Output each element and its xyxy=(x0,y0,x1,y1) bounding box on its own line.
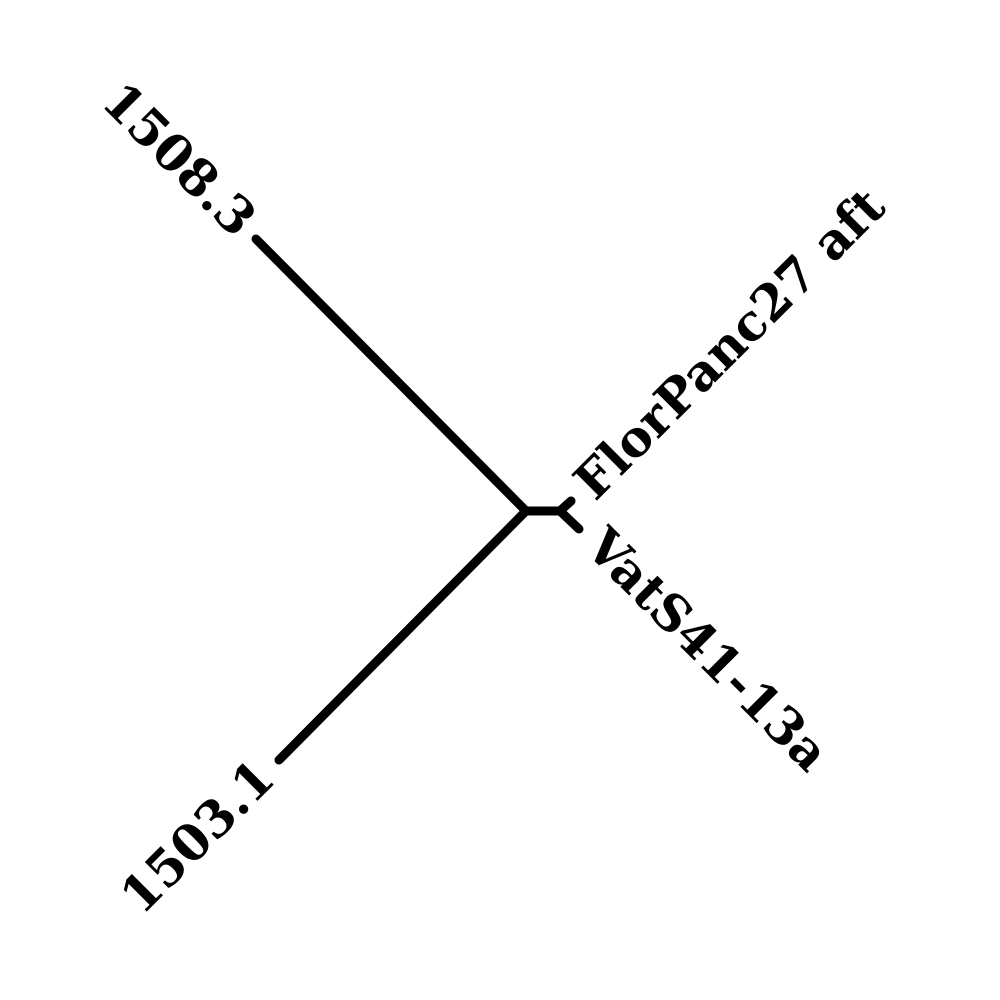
branch-1503-1 xyxy=(274,506,531,765)
leaf-label-vats41: VatS41-13a xyxy=(574,515,841,782)
leaf-label-1503-1: 1503.1 xyxy=(109,748,286,925)
branch-1508-3 xyxy=(251,234,531,516)
leaf-label-florpanc27: FlorPanc27 aft xyxy=(562,176,896,510)
leaf-label-1508-3: 1508.3 xyxy=(91,71,268,248)
branch-vats41 xyxy=(555,506,584,534)
